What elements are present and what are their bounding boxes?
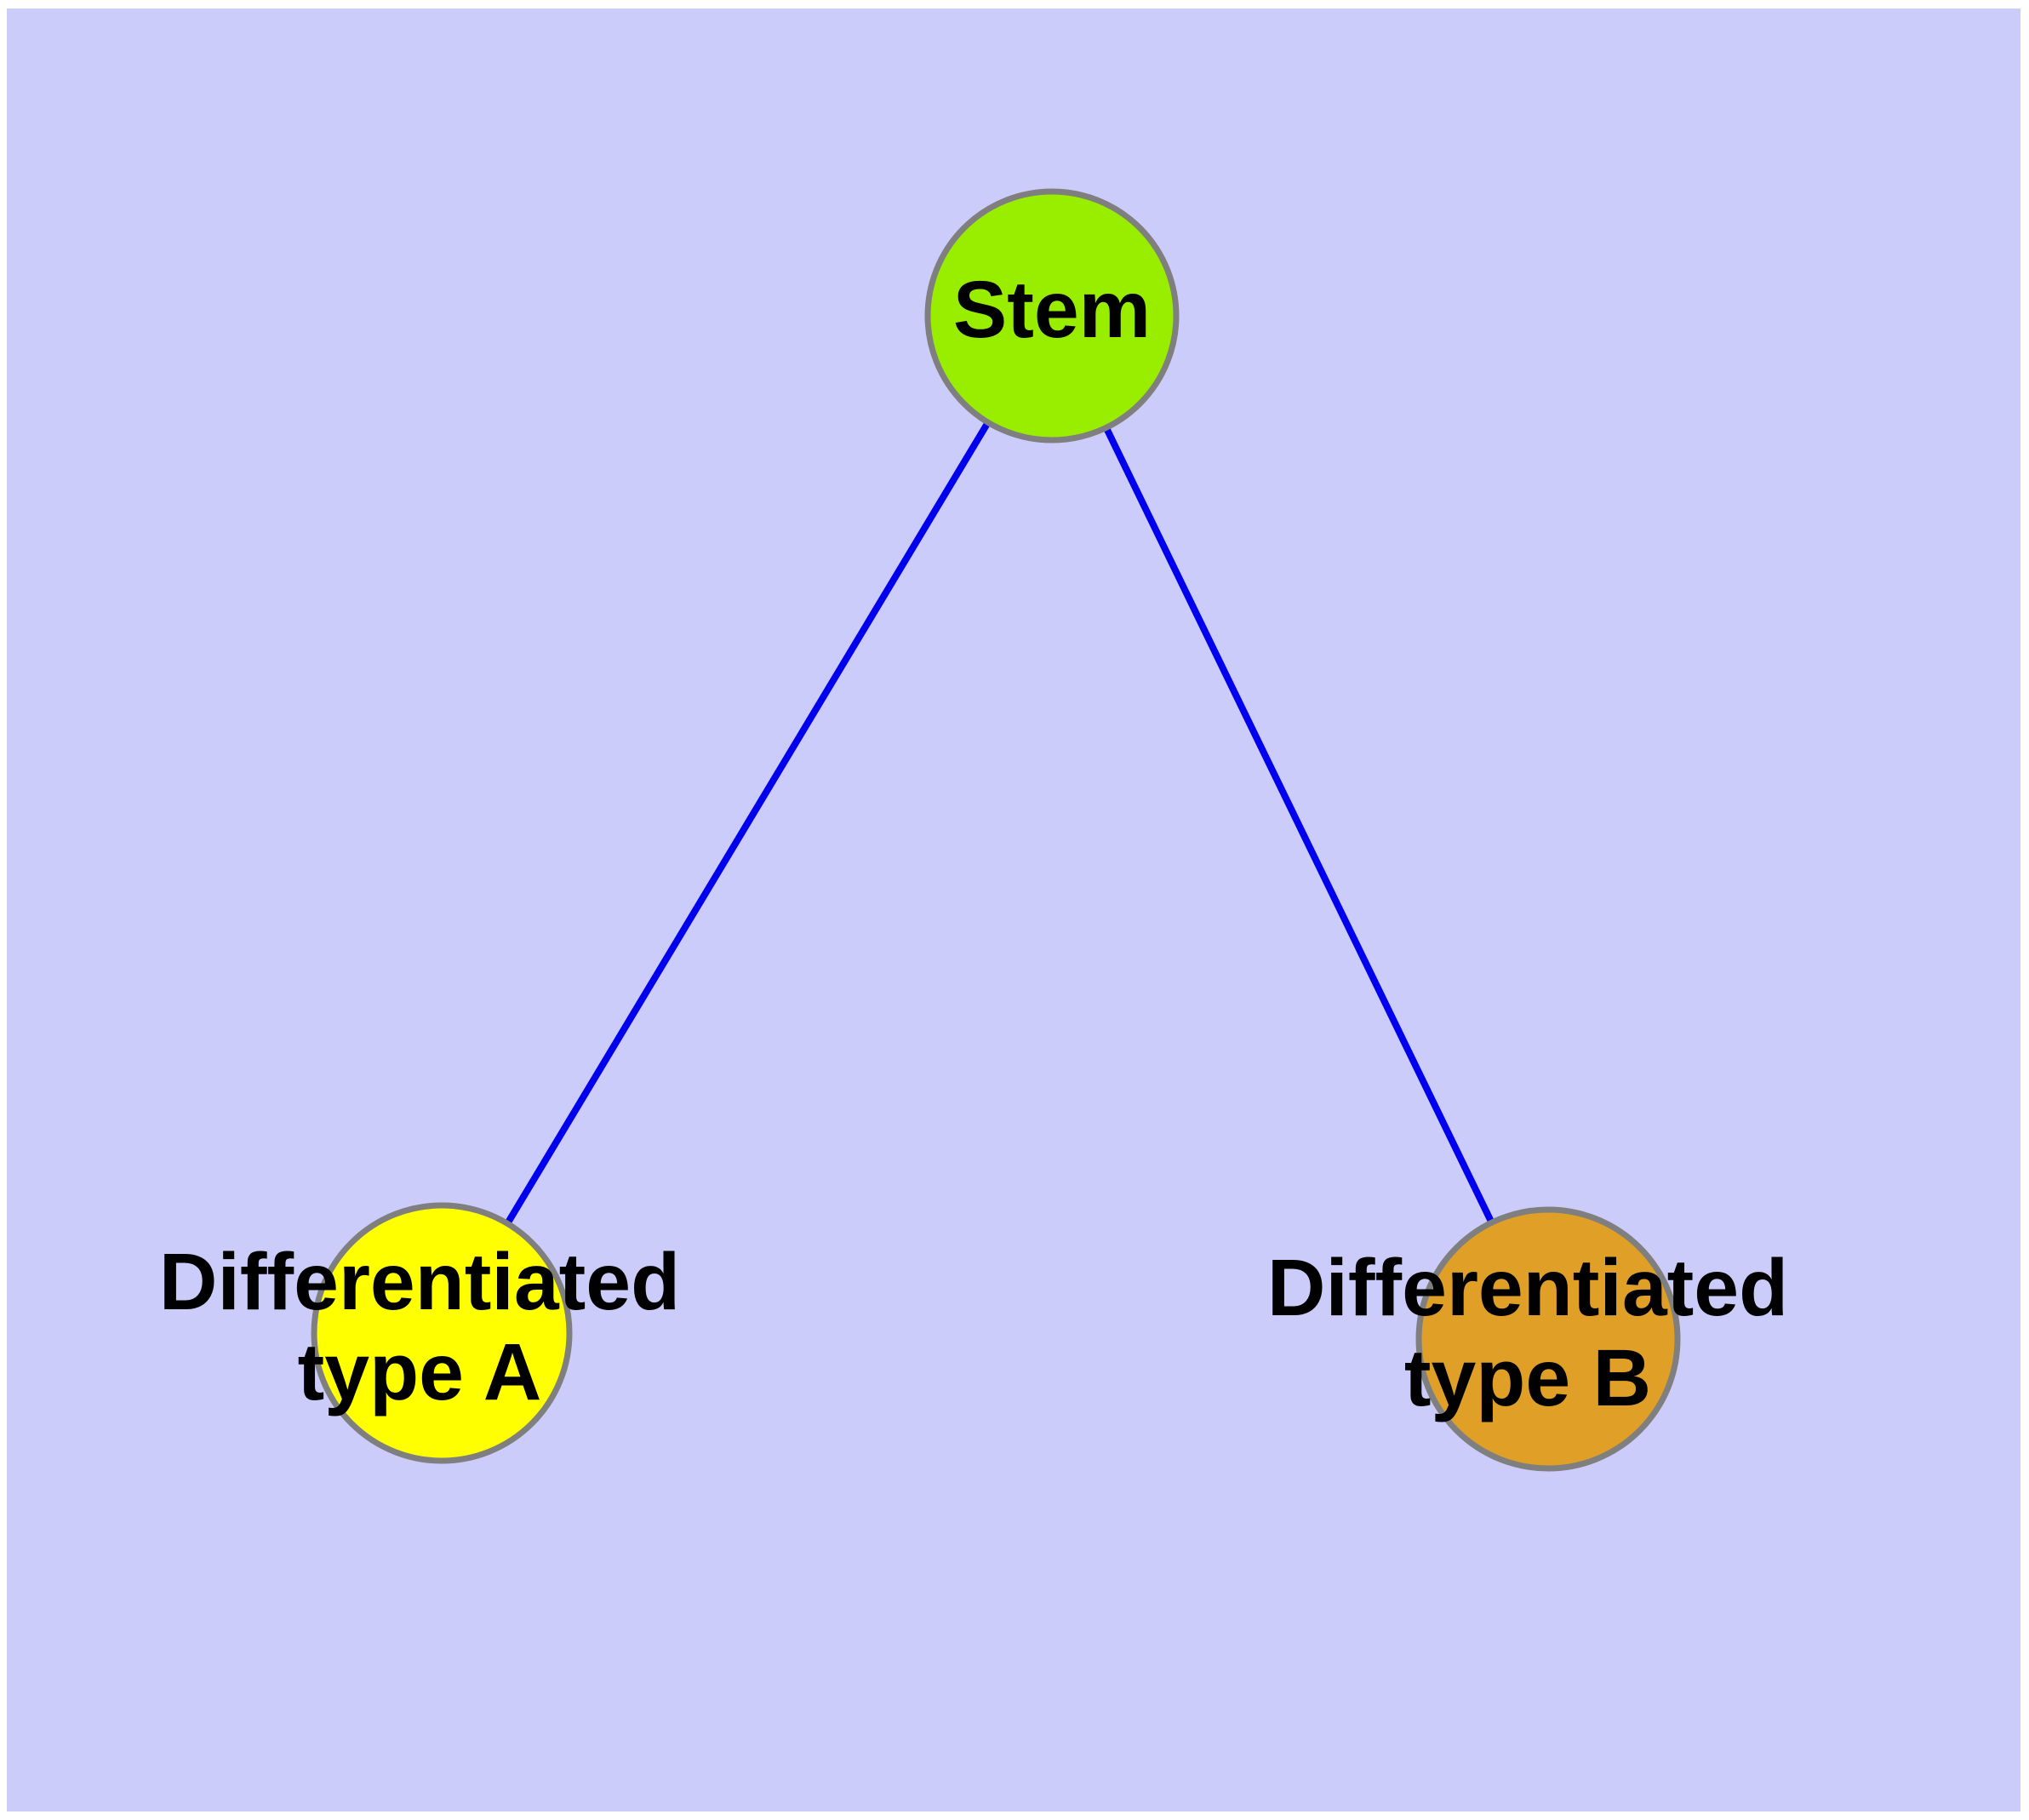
graph-node-label-line: Differentiated [159,1237,680,1327]
graph-edge-stem-to-a[interactable] [438,313,1055,1336]
graph-node-diff_a[interactable] [311,1202,573,1464]
graph-node-label-line: Stem [953,265,1151,355]
graph-edge-stem-to-b[interactable] [1049,314,1552,1341]
graph-node-label-line: Differentiated [1267,1243,1788,1333]
nodes-layer [311,188,1681,1472]
graph-node-label-line: type A [298,1327,542,1417]
graph-node-label-line: type B [1404,1333,1651,1423]
graph-node-stem[interactable] [924,188,1180,444]
graph-node-diff_b[interactable] [1415,1206,1681,1472]
edges-layer [438,313,1552,1341]
graph-node-label-stem: Stem [953,265,1151,355]
